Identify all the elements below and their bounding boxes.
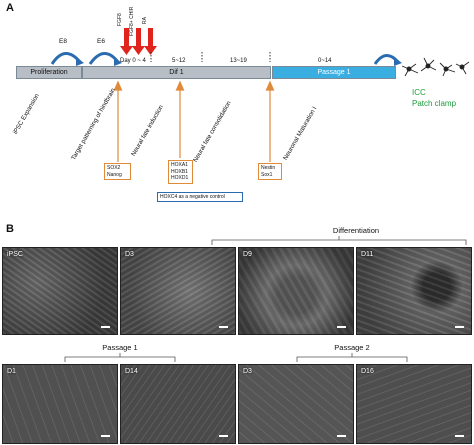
micrograph-d11: D11 [356,247,472,335]
micrograph-p1-d14: D14 [120,364,236,444]
marker-nanog: Nanog [107,171,122,178]
panel-a-letter: A [6,2,14,14]
marker-hoxd1: HOXD1 [171,175,189,181]
micrograph-p1-d1: D1 [2,364,118,444]
negative-control-box: HOXC4 as a negative control [157,192,243,202]
micrograph-label: iPSC [7,251,23,258]
day-range-0-4: Day 0 ~ 4 [120,58,146,64]
neuron-illustrations [401,57,470,77]
scale-bar [455,435,464,437]
orange-arrows [113,80,275,162]
micrograph-label: D14 [125,368,138,375]
outcome-icc: ICC [412,88,426,97]
day-range-5-12: 5~12 [172,58,186,64]
marker-box-nestin-sox1: Nestin Sox1 [258,163,282,180]
marker-hoxa1: HOXA1 [171,162,188,168]
marker-hoxb1: HOXB1 [171,168,188,175]
micrograph-label: D3 [125,251,134,258]
marker-nestin: Nestin [261,165,276,171]
micrograph-label: D3 [243,368,252,375]
micrograph-label: D11 [361,251,374,258]
media-e8: E8 [59,38,67,45]
scale-bar [101,435,110,437]
micrograph-p2-d3: D3 [238,364,354,444]
stage-dif1: Dif 1 [82,66,271,79]
micrograph-label: D9 [243,251,252,258]
group-passage2: Passage 2 [334,343,370,352]
scale-bar [455,326,464,328]
day-range-13-19: 13~19 [230,58,247,64]
scale-bar [219,435,228,437]
micrograph-d3: D3 [120,247,236,335]
factor-arrows [120,28,157,55]
group-passage1: Passage 1 [102,343,138,352]
micrograph-label: D1 [7,368,16,375]
marker-box-sox2-nanog: SOX2 Nanog [104,163,131,180]
marker-sox2: SOX2 [107,165,121,171]
scale-bar [219,326,228,328]
scale-bar [337,326,346,328]
scale-bar [101,326,110,328]
micrograph-p2-d16: D16 [356,364,472,444]
group-differentiation: Differentiation [332,226,380,235]
marker-box-hox: HOXA1 HOXB1 HOXD1 [168,160,193,184]
scale-bar [337,435,346,437]
outcome-patch-clamp: Patch clamp [412,99,457,108]
media-e6: E6 [97,38,105,45]
marker-sox1: Sox1 [261,171,273,178]
micrograph-ipsc: iPSC [2,247,118,335]
day-range-0-14: 0~14 [318,58,332,64]
panel-a-diagram [50,28,470,162]
stage-proliferation: Proliferation [16,66,82,79]
micrograph-label: D16 [361,368,374,375]
micrograph-d9: D9 [238,247,354,335]
stage-passage1: Passage 1 [272,66,396,79]
panel-b-letter: B [6,223,14,235]
